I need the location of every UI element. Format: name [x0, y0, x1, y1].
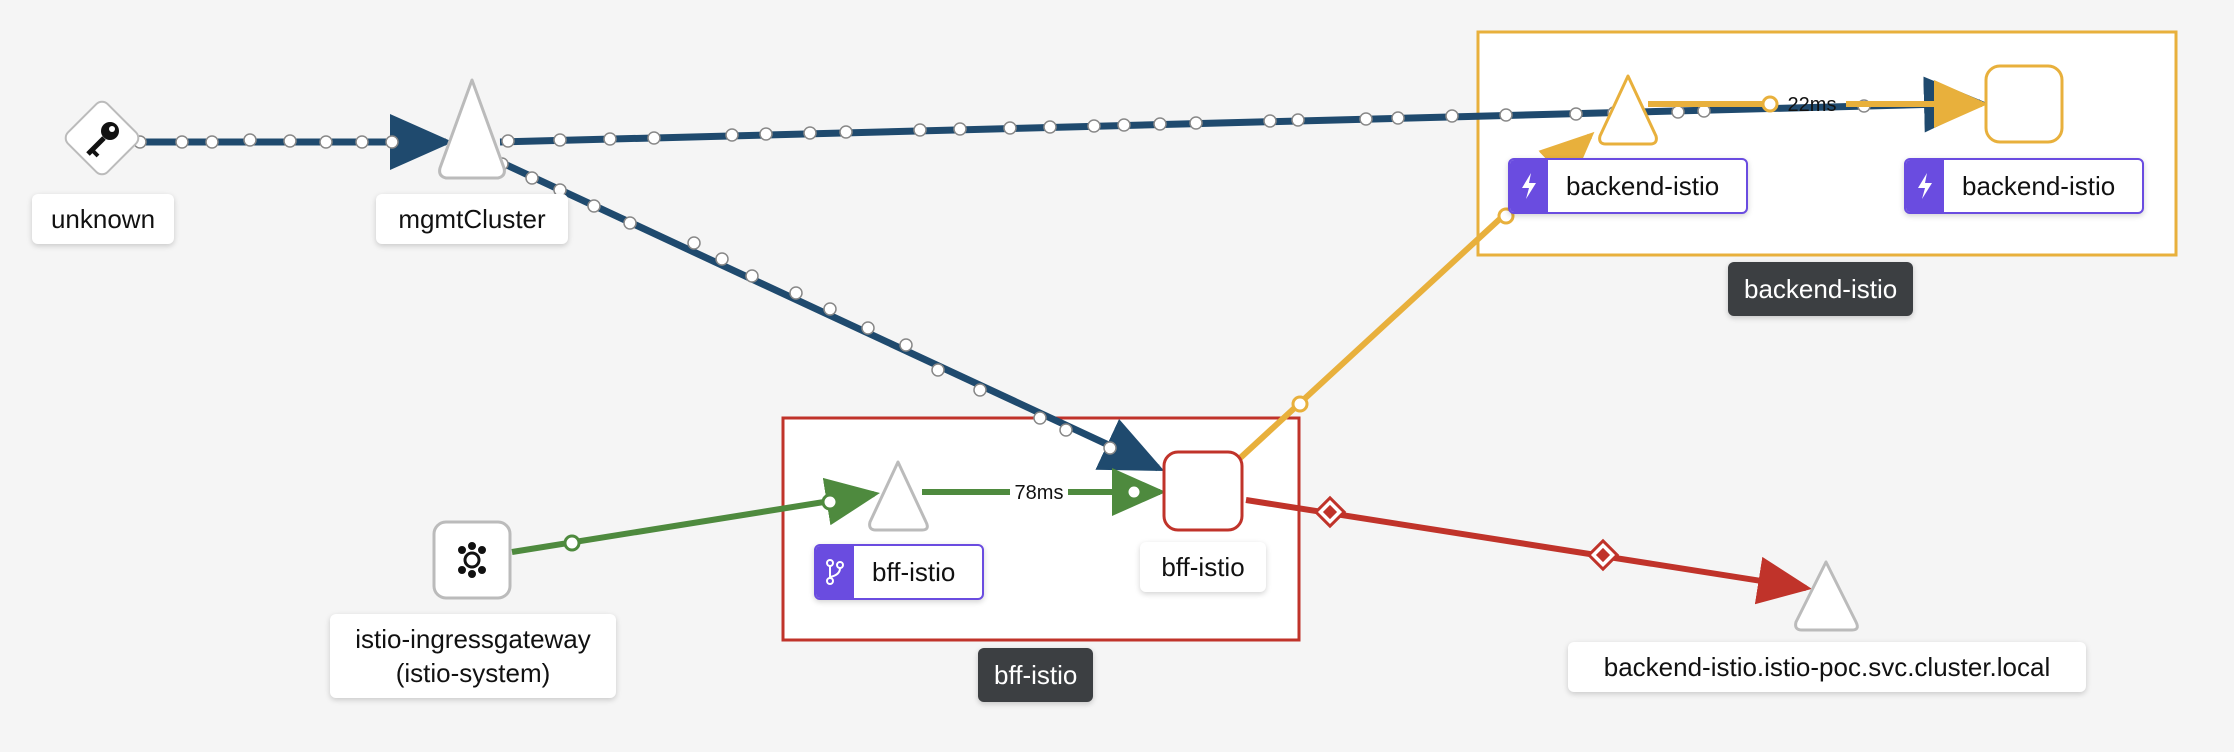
- edge-mgmtcluster-to-bff-workload[interactable]: [494, 156, 1165, 472]
- label-backend-external[interactable]: backend-istio.istio-poc.svc.cluster.loca…: [1568, 642, 2086, 692]
- node-mgmtcluster[interactable]: [438, 78, 506, 180]
- label-backend-app-text: backend-istio: [1566, 170, 1720, 201]
- edge-mgmtcluster-to-backend-svc[interactable]: [499, 76, 1987, 148]
- label-backend-istio-app[interactable]: backend-istio: [1508, 158, 1748, 214]
- label-backend-external-text: backend-istio.istio-poc.svc.cluster.loca…: [1603, 652, 2051, 682]
- edge-ingress-to-bff-app[interactable]: [511, 477, 880, 555]
- label-bff-istio-workload[interactable]: bff-istio: [1140, 542, 1266, 592]
- backend-edge-latency: 22ms: [1788, 94, 1837, 116]
- label-mgmtcluster[interactable]: mgmtCluster: [376, 194, 568, 244]
- node-backend-istio-svc[interactable]: [1984, 64, 2064, 144]
- label-ingress-line1: istio-ingressgateway: [355, 624, 591, 654]
- group-label-backend-text: backend-istio: [1744, 274, 1898, 304]
- node-istio-ingressgateway[interactable]: [432, 520, 512, 600]
- label-backend-svc-text: backend-istio: [1962, 170, 2116, 201]
- label-bff-istio-app-text: bff-istio: [872, 556, 956, 587]
- label-mgmtcluster-text: mgmtCluster: [398, 204, 546, 234]
- gateway-hub-icon: [458, 542, 486, 578]
- label-backend-istio-svc[interactable]: backend-istio: [1904, 158, 2144, 214]
- group-label-bff-text: bff-istio: [994, 660, 1078, 690]
- edge-bff-workload-to-external[interactable]: [1245, 495, 1812, 605]
- bff-edge-latency: 78ms: [1015, 482, 1064, 504]
- label-ingress-line2: (istio-system): [395, 658, 551, 688]
- edge-backend-app-to-backend-svc[interactable]: 22ms: [1648, 80, 1988, 128]
- edge-bff-app-to-bff-workload[interactable]: 78ms: [922, 468, 1166, 516]
- label-unknown[interactable]: unknown: [32, 194, 174, 244]
- label-bff-workload-text: bff-istio: [1161, 552, 1245, 582]
- node-unknown[interactable]: [62, 98, 141, 177]
- node-backend-external[interactable]: [1794, 560, 1859, 632]
- node-bff-istio-app[interactable]: [868, 460, 929, 532]
- label-bff-istio-app[interactable]: bff-istio: [814, 544, 984, 600]
- edge-unknown-to-mgmtcluster[interactable]: [133, 114, 453, 170]
- group-label-bff-istio[interactable]: bff-istio: [978, 648, 1094, 702]
- lightning-icon: [1510, 160, 1548, 212]
- error-diamond-icon: [1586, 538, 1620, 572]
- error-diamond-icon: [1313, 495, 1347, 529]
- node-backend-istio-app[interactable]: [1598, 74, 1658, 146]
- lightning-icon: [1906, 160, 1944, 212]
- label-istio-ingressgateway[interactable]: istio-ingressgateway (istio-system): [330, 614, 616, 698]
- group-label-backend-istio[interactable]: backend-istio: [1728, 262, 1914, 316]
- version-branch-icon: [816, 546, 854, 598]
- node-bff-istio-workload[interactable]: [1162, 450, 1244, 532]
- key-icon: [86, 122, 119, 158]
- label-unknown-text: unknown: [50, 204, 156, 234]
